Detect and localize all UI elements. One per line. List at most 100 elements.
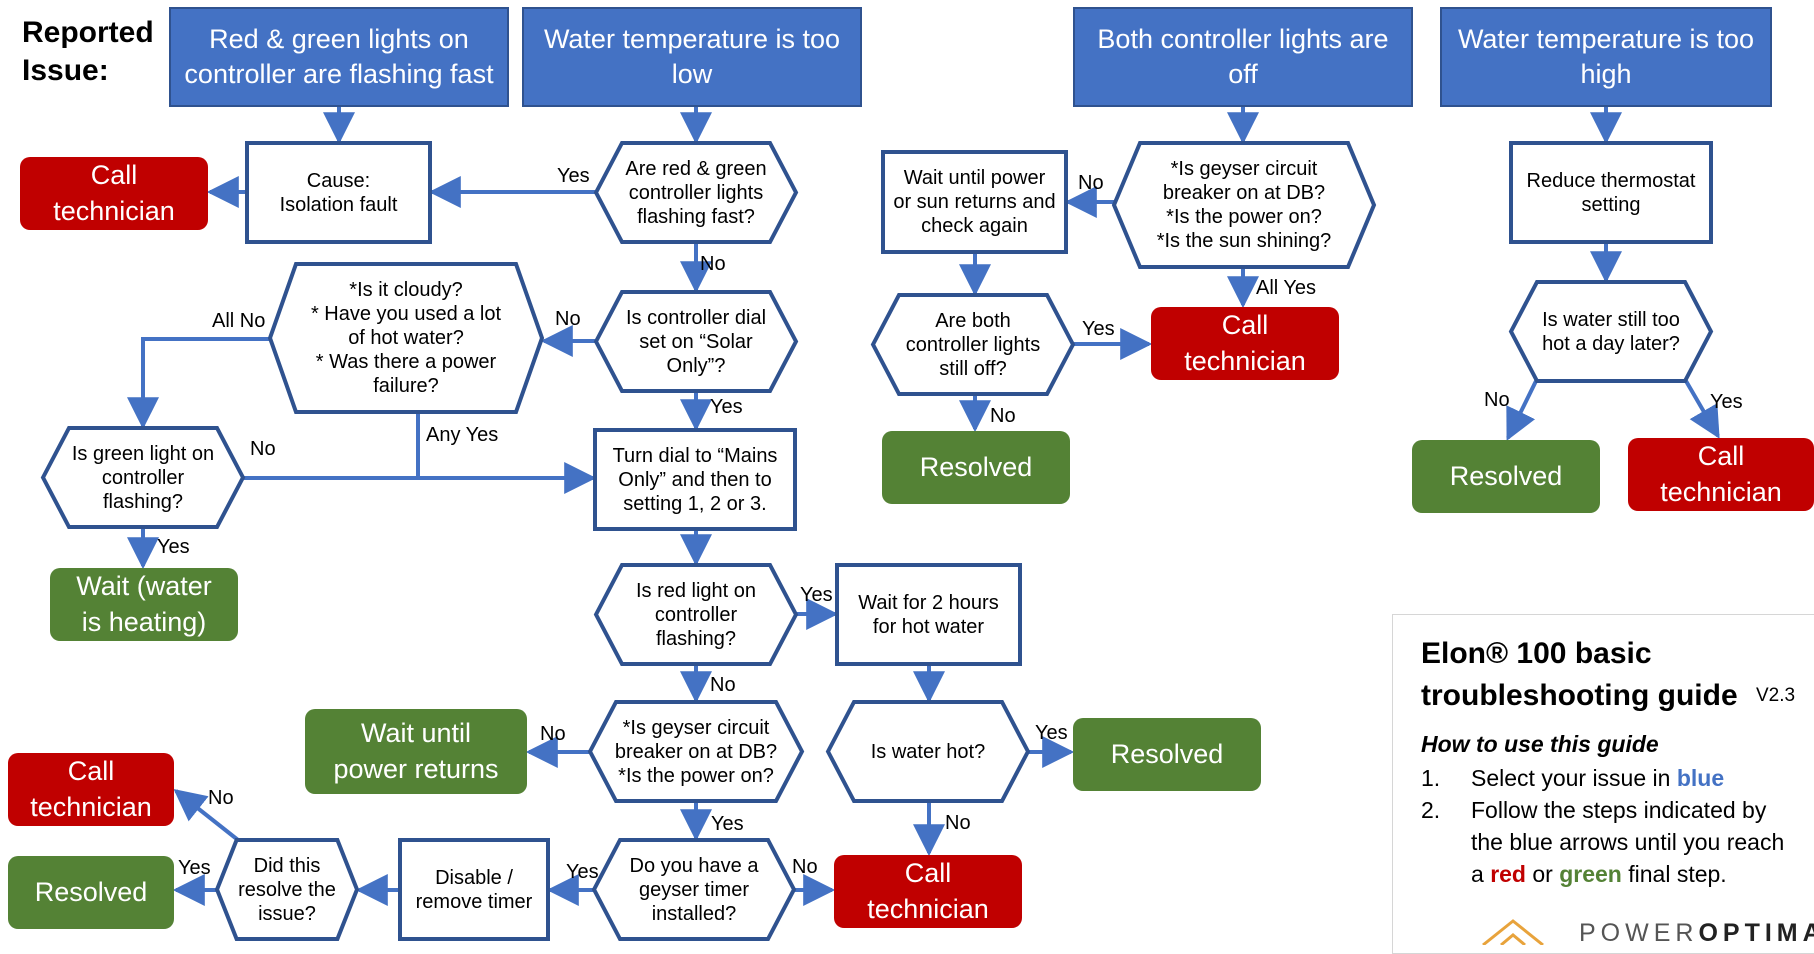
connector-arrow-11 (127, 337, 270, 430)
guide-step-2-line-3: a red or green final step. (1471, 861, 1727, 887)
outcome-resolved-4: Resolved (34, 876, 148, 907)
decision-hexagon-8 (593, 563, 799, 666)
decision-hexagon-3 (267, 262, 545, 414)
decision-hexagon-2 (1111, 141, 1377, 269)
decision-geyser-power: *Is geyser circuit breaker on at DB? *Is… (614, 716, 778, 787)
step-wait-power-or-sun: Wait until power or sun returns and chec… (893, 167, 1056, 237)
decision-water-hot: Is water hot? (870, 740, 986, 763)
outcome-box-1 (20, 157, 208, 230)
decision-green-light-flashing: Is green light on controller flashing? (71, 442, 215, 513)
step-disable-timer: Disable / remove timer (415, 866, 533, 913)
step-turn-dial-mains: Turn dial to “Mains Only” and then to se… (612, 444, 778, 515)
decision-hexagon-10 (825, 700, 1031, 803)
decision-hexagon-6 (1508, 280, 1714, 383)
guide-title: Elon® 100 basic troubleshooting guide (1421, 637, 1738, 712)
outcome-wait-water-heating: Wait (water is heating) (76, 571, 212, 637)
edge-label-no: No (710, 674, 736, 696)
issue-box-1 (169, 7, 509, 107)
guide-step-2-number: 2. (1421, 797, 1441, 823)
outcome-box-9 (8, 753, 174, 826)
keyword-green: green (1559, 861, 1622, 887)
outcome-box-11 (834, 855, 1022, 928)
edge-label-yes: Yes (800, 584, 833, 606)
issue-temperature-too-low[interactable]: Water temperature is too low (543, 23, 841, 89)
edge-label-no: No (1484, 389, 1510, 411)
edge-label-no: No (990, 405, 1016, 427)
guide-step-2-line-1: Follow the steps indicated by (1471, 797, 1767, 823)
edge-label-no: No (208, 787, 234, 809)
outcome-box-5 (1628, 438, 1814, 511)
guide-how-heading: How to use this guide (1421, 731, 1659, 757)
edge-label-no: No (250, 438, 276, 460)
outcome-call-technician-3: Call technician (1660, 441, 1782, 507)
guide-step-2-line-2: the blue arrows until you reach (1471, 829, 1785, 855)
edge-label-yes: Yes (1082, 318, 1115, 340)
outcome-call-technician-2: Call technician (1184, 310, 1306, 376)
step-reduce-thermostat: Reduce thermostat setting (1526, 169, 1696, 216)
outcome-box-2 (1151, 307, 1339, 380)
step-box-6 (398, 838, 550, 941)
edge-label-yes: Yes (710, 396, 743, 418)
issue-box-4 (1440, 7, 1772, 107)
edge-label-yes: Yes (711, 813, 744, 835)
power-optimal-logo-text: POWEROPTIMAL (1579, 919, 1814, 947)
edge-label-yes: Yes (178, 857, 211, 879)
edge-label-any-yes: Any Yes (426, 424, 499, 446)
decision-geyser-power-sun: *Is geyser circuit breaker on at DB? *Is… (1156, 158, 1332, 252)
decision-red-green-flashing: Are red & green controller lights flashi… (625, 157, 767, 228)
issue-lights-flashing[interactable]: Red & green lights on controller are fla… (184, 23, 494, 89)
outcome-box-6 (50, 568, 238, 641)
connector-arrow-16 (1506, 380, 1538, 441)
edge-label-yes: Yes (566, 861, 599, 883)
issue-box-2 (522, 7, 862, 107)
keyword-blue: blue (1676, 765, 1725, 791)
edge-label-yes: Yes (1035, 722, 1068, 744)
outcome-wait-power-returns: Wait until power returns (333, 718, 499, 784)
reported-issue-label: Reported Issue: (22, 16, 154, 87)
step-box-3 (1509, 141, 1713, 244)
step-box-5 (835, 563, 1022, 666)
outcome-box-7 (305, 709, 527, 794)
edge-label-all-no: All No (212, 310, 266, 332)
edge-label-yes: Yes (1710, 391, 1743, 413)
edge-label-all-yes: All Yes (1256, 277, 1317, 299)
decision-cloudy-hot-water-power: *Is it cloudy? * Have you used a lot of … (310, 279, 502, 397)
issue-both-lights-off[interactable]: Both controller lights are off (1097, 23, 1389, 89)
decision-still-hot-day-later: Is water still too hot a day later? (1542, 308, 1680, 355)
edge-label-no: No (555, 308, 581, 330)
step-isolation-fault: Cause: Isolation fault (279, 169, 398, 216)
guide-version: V2.3 (1756, 685, 1796, 706)
decision-hexagon-5 (870, 293, 1076, 396)
step-wait-2-hours: Wait for 2 hours for hot water (858, 591, 999, 638)
decision-hexagon-11 (591, 838, 797, 941)
decision-hexagon-9 (587, 700, 805, 803)
decision-geyser-timer: Do you have a geyser timer installed? (629, 854, 759, 925)
connector-arrow-17 (1684, 379, 1720, 439)
outcome-box-10 (8, 856, 174, 929)
edge-label-no: No (1078, 172, 1104, 194)
outcome-resolved-3: Resolved (1110, 738, 1224, 769)
decision-hexagon-12 (214, 838, 360, 941)
edge-label-no: No (792, 856, 818, 878)
edge-label-no: No (700, 253, 726, 275)
edge-label-yes: Yes (557, 165, 590, 187)
connector-arrow-34 (173, 789, 240, 842)
outcome-box-3 (882, 431, 1070, 504)
guide-panel: Elon® 100 basic troubleshooting guide V2… (1392, 614, 1814, 954)
edge-label-no: No (945, 812, 971, 834)
issue-temperature-too-high[interactable]: Water temperature is too high (1457, 23, 1755, 89)
outcome-resolved-1: Resolved (919, 451, 1033, 482)
decision-hexagon-1 (593, 141, 799, 244)
outcome-box-4 (1412, 440, 1600, 513)
decision-both-lights-still-off: Are both controller lights still off? (905, 309, 1041, 380)
step-box-2 (881, 150, 1068, 254)
keyword-red: red (1490, 861, 1526, 887)
outcome-call-technician-4: Call technician (30, 756, 152, 822)
decision-red-light-flashing: Is red light on controller flashing? (635, 579, 757, 650)
outcome-box-8 (1073, 718, 1261, 791)
decision-hexagon-4 (593, 290, 799, 393)
guide-step-1-number: 1. (1421, 765, 1441, 791)
outcome-call-technician-1: Call technician (53, 160, 175, 226)
edge-label-no: No (540, 723, 566, 745)
